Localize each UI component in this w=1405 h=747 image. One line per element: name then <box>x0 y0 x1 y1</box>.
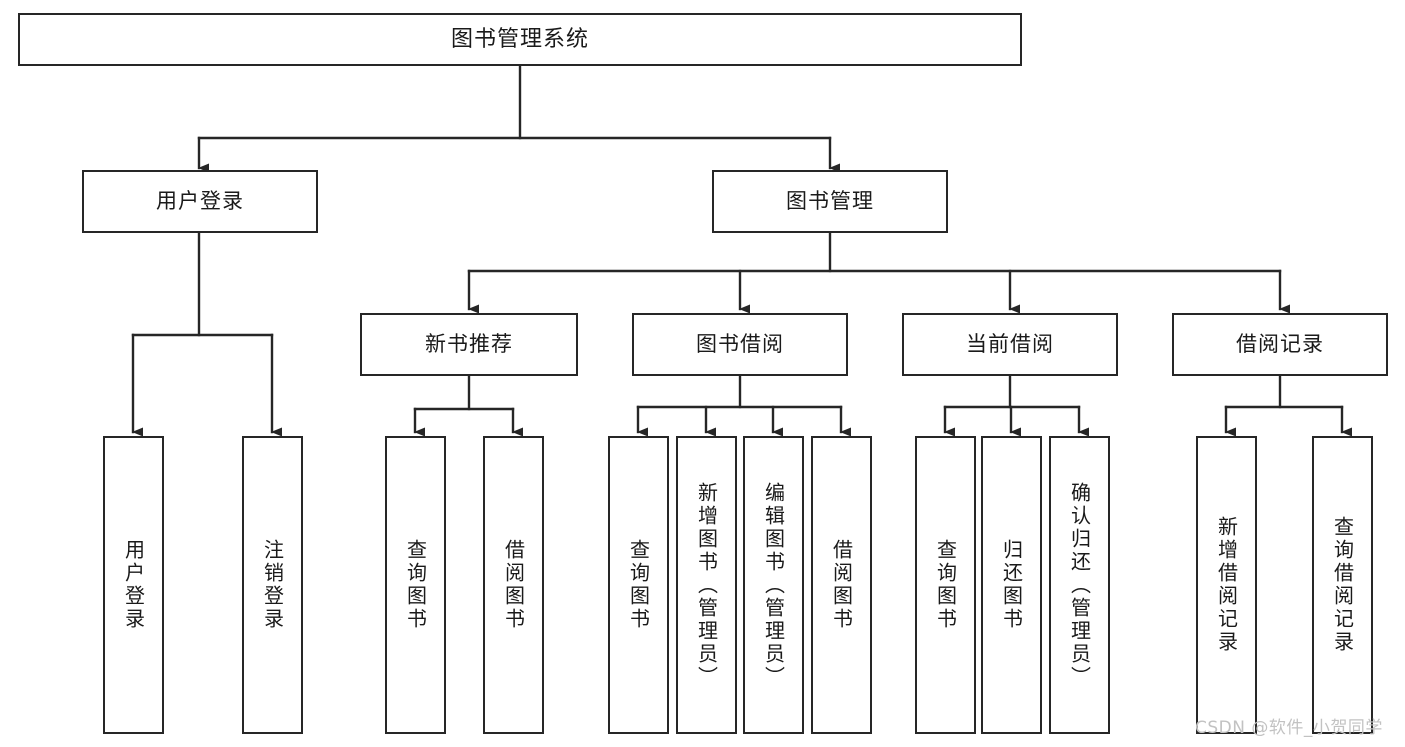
node-leaf-user-login[interactable]: 用户登录 <box>103 436 164 734</box>
node-leaf-add-book-admin-label: 新增图书（管理员） <box>694 481 719 689</box>
csdn-watermark: CSDN @软件_小贺同学 <box>1195 718 1383 738</box>
node-leaf-add-borrow-record-label: 新增借阅记录 <box>1214 516 1239 654</box>
node-leaf-query-book-2[interactable]: 查询图书 <box>608 436 669 734</box>
node-leaf-query-book-1[interactable]: 查询图书 <box>385 436 446 734</box>
node-leaf-add-book-admin[interactable]: 新增图书（管理员） <box>676 436 737 734</box>
node-leaf-user-login-label: 用户登录 <box>121 539 146 631</box>
node-leaf-query-book-3[interactable]: 查询图书 <box>915 436 976 734</box>
node-root-label: 图书管理系统 <box>450 26 589 52</box>
node-current-borrow[interactable]: 当前借阅 <box>902 313 1118 376</box>
node-leaf-query-borrow-record[interactable]: 查询借阅记录 <box>1312 436 1373 734</box>
node-current-borrow-label: 当前借阅 <box>966 332 1054 357</box>
node-leaf-query-borrow-record-label: 查询借阅记录 <box>1330 516 1355 654</box>
node-leaf-borrow-book-1-label: 借阅图书 <box>501 539 526 631</box>
node-leaf-borrow-book-2-label: 借阅图书 <box>829 539 854 631</box>
node-book-manage[interactable]: 图书管理 <box>712 170 948 233</box>
node-leaf-edit-book-admin-label: 编辑图书（管理员） <box>761 481 786 689</box>
node-borrow-record[interactable]: 借阅记录 <box>1172 313 1388 376</box>
node-leaf-edit-book-admin[interactable]: 编辑图书（管理员） <box>743 436 804 734</box>
node-user-login[interactable]: 用户登录 <box>82 170 318 233</box>
node-leaf-return-book[interactable]: 归还图书 <box>981 436 1042 734</box>
node-leaf-add-borrow-record[interactable]: 新增借阅记录 <box>1196 436 1257 734</box>
node-book-manage-label: 图书管理 <box>786 189 874 214</box>
node-book-borrow[interactable]: 图书借阅 <box>632 313 848 376</box>
node-user-login-label: 用户登录 <box>156 189 244 214</box>
node-leaf-query-book-3-label: 查询图书 <box>933 539 958 631</box>
node-leaf-user-logout[interactable]: 注销登录 <box>242 436 303 734</box>
node-leaf-borrow-book-2[interactable]: 借阅图书 <box>811 436 872 734</box>
node-leaf-user-logout-label: 注销登录 <box>260 539 285 631</box>
node-new-book-recommend[interactable]: 新书推荐 <box>360 313 578 376</box>
node-leaf-query-book-2-label: 查询图书 <box>626 539 651 631</box>
node-root[interactable]: 图书管理系统 <box>18 13 1022 66</box>
node-new-book-recommend-label: 新书推荐 <box>425 332 513 357</box>
node-leaf-confirm-return-admin-label: 确认归还（管理员） <box>1067 481 1092 689</box>
node-borrow-record-label: 借阅记录 <box>1236 332 1324 357</box>
node-leaf-return-book-label: 归还图书 <box>999 539 1024 631</box>
node-leaf-borrow-book-1[interactable]: 借阅图书 <box>483 436 544 734</box>
node-leaf-confirm-return-admin[interactable]: 确认归还（管理员） <box>1049 436 1110 734</box>
node-book-borrow-label: 图书借阅 <box>696 332 784 357</box>
node-leaf-query-book-1-label: 查询图书 <box>403 539 428 631</box>
